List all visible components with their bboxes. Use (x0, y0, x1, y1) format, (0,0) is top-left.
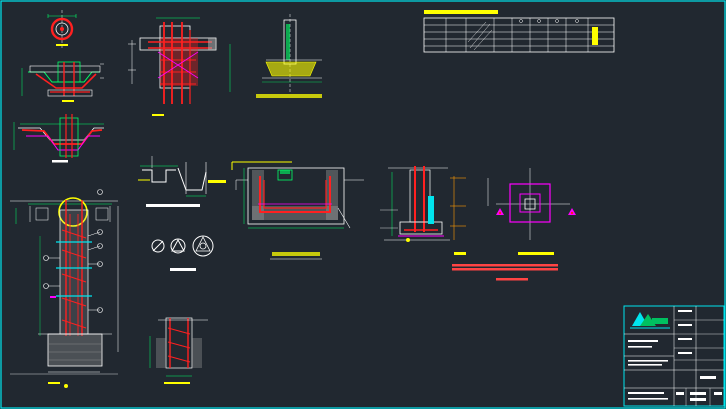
company-logo-icon (630, 312, 670, 329)
detail-footing-plan[interactable] (496, 168, 576, 255)
detail-symbol-legend[interactable] (151, 235, 214, 271)
detail-short-pile[interactable] (149, 317, 208, 384)
schedule-table[interactable] (423, 10, 615, 53)
detail-round-column-section[interactable] (47, 10, 77, 48)
detail-beam-column-joint[interactable] (128, 17, 231, 116)
axis-bubble-icon (192, 235, 214, 257)
section-marker-icon (151, 239, 165, 253)
general-notes-red (452, 264, 558, 281)
detail-pit-foundation[interactable] (231, 161, 364, 260)
detail-cap-haunch-1[interactable] (21, 61, 104, 102)
detail-pile-elevation[interactable] (10, 189, 119, 389)
detail-cap-haunch-2[interactable] (13, 114, 104, 163)
detail-wall-footing[interactable] (256, 14, 322, 98)
detail-gutter-sections[interactable] (138, 156, 226, 207)
elevation-marker-icon (170, 238, 186, 254)
title-block[interactable] (623, 305, 725, 407)
detail-stepped-footing[interactable] (380, 166, 489, 255)
detail-label-bar (56, 44, 68, 46)
